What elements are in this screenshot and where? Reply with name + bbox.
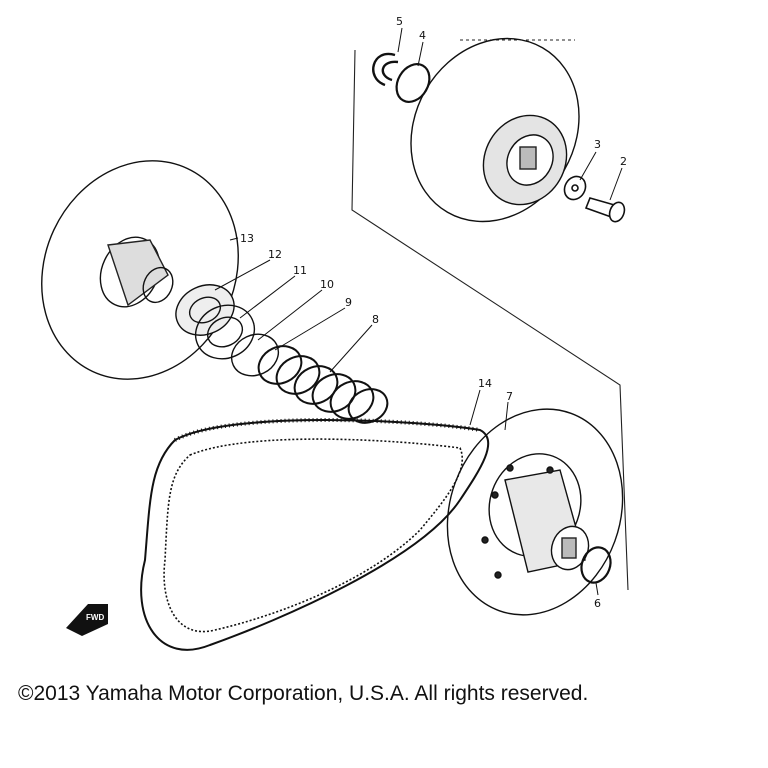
fwd-arrow-icon: FWD bbox=[66, 604, 108, 636]
washer-3 bbox=[563, 175, 587, 201]
callout-10: 10 bbox=[320, 278, 334, 291]
leader-lines bbox=[214, 27, 623, 596]
callout-11: 11 bbox=[293, 264, 307, 277]
bearing-group bbox=[175, 284, 280, 377]
secondary-sheave-7 bbox=[446, 408, 624, 616]
v-belt-14 bbox=[140, 418, 490, 651]
exploded-parts-diagram: 5 4 3 2 13 12 11 10 9 8 14 7 6 FWD bbox=[41, 15, 629, 651]
svg-text:FWD: FWD bbox=[86, 613, 104, 622]
circlip-6 bbox=[580, 546, 612, 584]
callout-4: 4 bbox=[419, 29, 426, 42]
ring-4 bbox=[395, 63, 431, 103]
callout-12: 12 bbox=[268, 248, 282, 261]
callout-2: 2 bbox=[620, 155, 627, 168]
callout-8: 8 bbox=[372, 313, 379, 326]
callout-6: 6 bbox=[594, 597, 601, 610]
bolt-2 bbox=[584, 197, 626, 223]
copyright-notice: ©2013 Yamaha Motor Corporation, U.S.A. A… bbox=[18, 682, 589, 705]
circlip-5 bbox=[372, 52, 399, 87]
callout-14: 14 bbox=[478, 377, 492, 390]
callout-3: 3 bbox=[594, 138, 601, 151]
callout-7: 7 bbox=[506, 390, 513, 403]
cover-sheave bbox=[410, 37, 580, 223]
assembly-frame bbox=[351, 39, 629, 591]
callout-13: 13 bbox=[240, 232, 254, 245]
callout-9: 9 bbox=[345, 296, 352, 309]
fixed-sheave-13 bbox=[41, 160, 239, 380]
callout-5: 5 bbox=[396, 15, 403, 28]
spring-8 bbox=[257, 345, 389, 424]
